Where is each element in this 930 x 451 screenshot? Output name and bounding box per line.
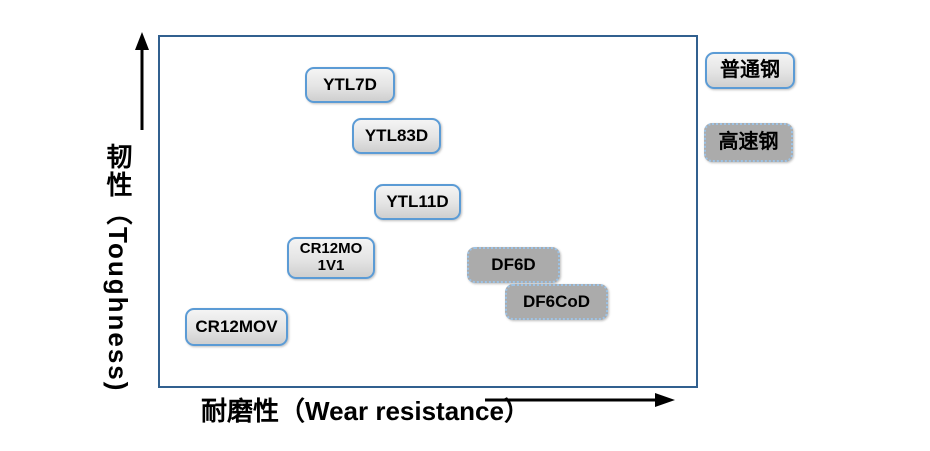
y-axis-label: 韧性（Toughness) xyxy=(103,143,133,393)
material-box-ytl11d: YTL11D xyxy=(374,184,461,220)
material-box-df6d: DF6D xyxy=(467,247,560,283)
material-box-ytl7d: YTL7D xyxy=(305,67,395,103)
legend-item: 普通钢 xyxy=(705,52,795,89)
material-box-cr12mov: CR12MOV xyxy=(185,308,288,346)
x-axis-arrow-icon xyxy=(485,393,675,407)
x-axis-label: 耐磨性（Wear resistance） xyxy=(201,396,530,426)
y-axis-arrow-icon xyxy=(135,32,149,130)
material-box-df6cod: DF6CoD xyxy=(505,284,608,320)
legend-item: 高速钢 xyxy=(704,123,793,162)
material-box-ytl83d: YTL83D xyxy=(352,118,441,154)
